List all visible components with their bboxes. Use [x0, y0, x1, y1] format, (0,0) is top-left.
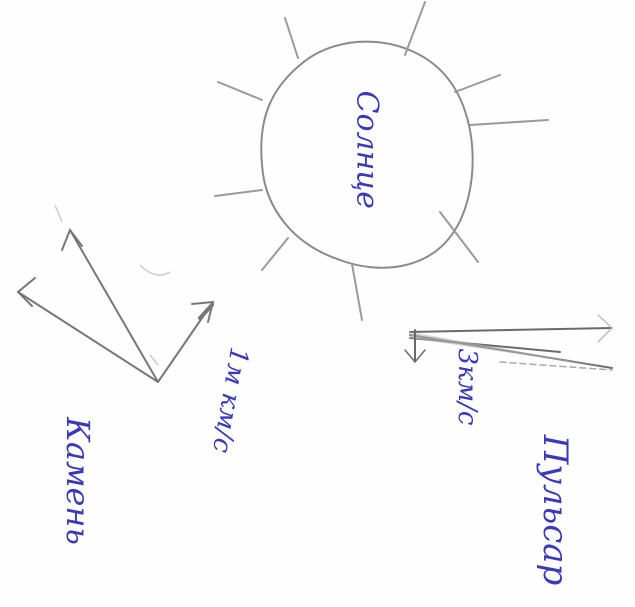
- light-ray-vectors: [405, 315, 612, 370]
- ray-speed-label: 3км/с: [452, 342, 482, 432]
- stone-label: Камень: [59, 411, 97, 551]
- stone-vectors: [18, 230, 213, 382]
- photon-label: Пульсар: [535, 425, 575, 595]
- sun-label: Солнце: [350, 91, 385, 201]
- faint-marks: [55, 205, 170, 365]
